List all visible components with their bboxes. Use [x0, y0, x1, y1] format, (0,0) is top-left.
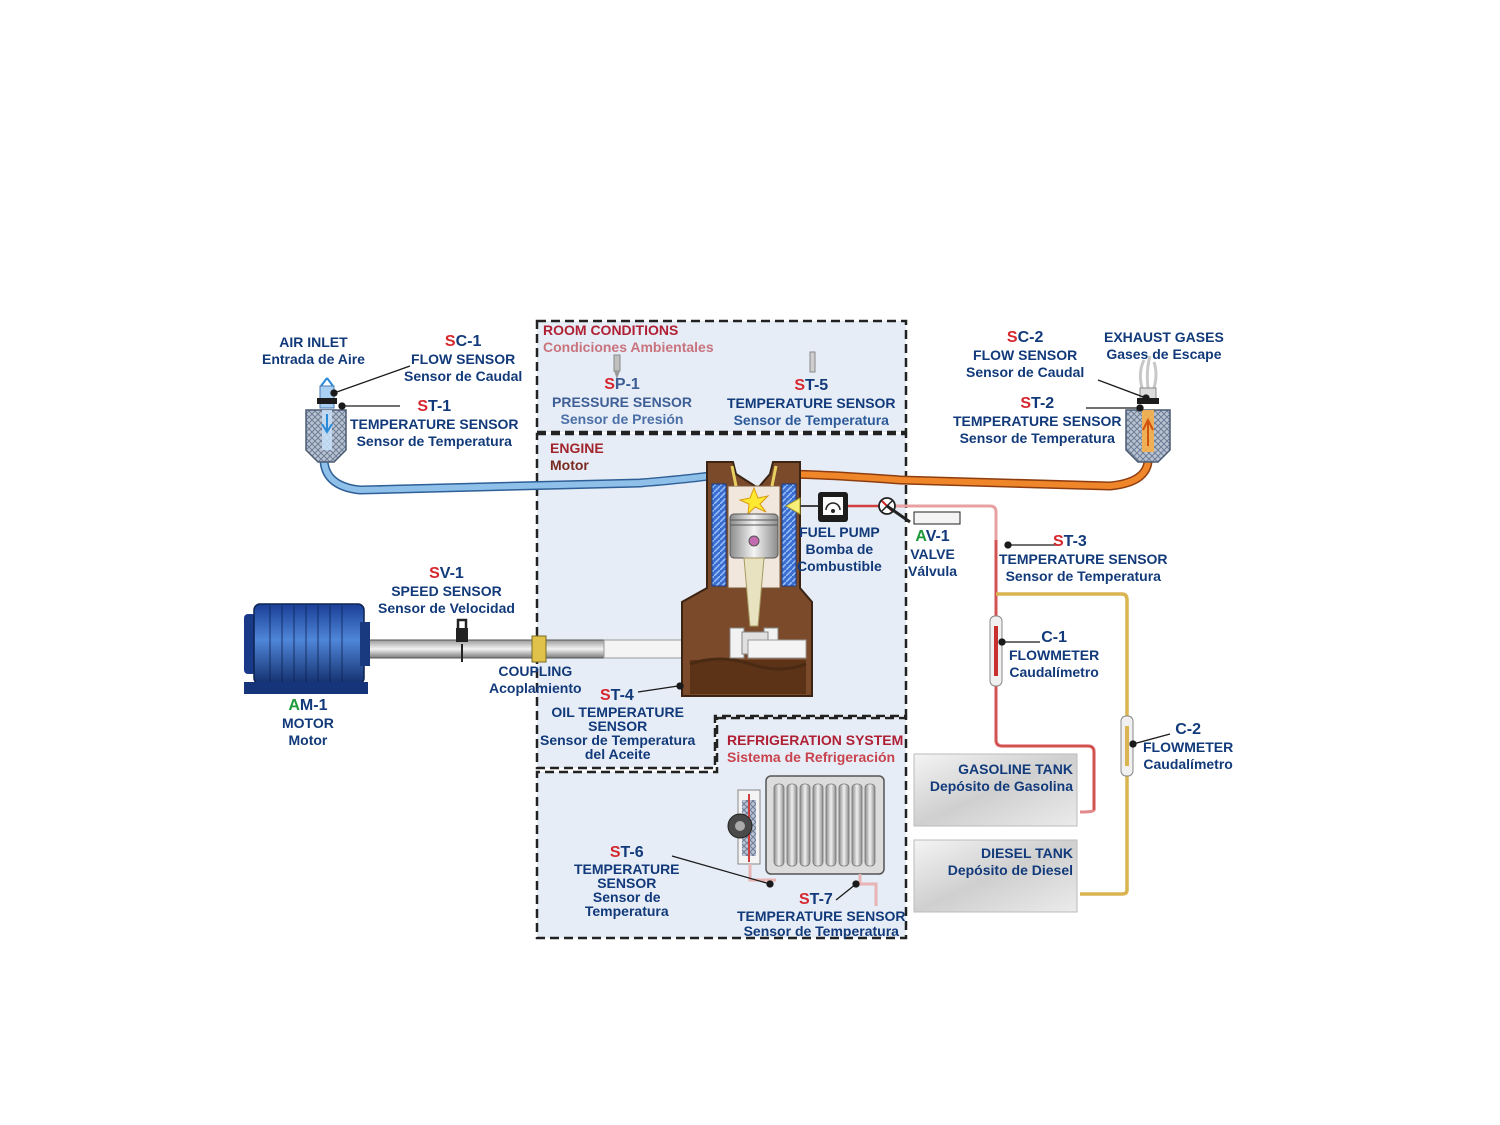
refrig-title-es: Sistema de Refrigeración [727, 749, 896, 765]
sp1-label: SP-1 PRESSURE SENSOR Sensor de Presión [552, 376, 693, 427]
c2-label: C-2 FLOWMETER Caudalímetro [1143, 721, 1234, 772]
air-inlet-label: AIR INLET Entrada de Aire [262, 334, 365, 367]
fuel-pump-label: FUEL PUMP Bomba de Combustible [797, 524, 882, 574]
pressure-sensor-sp1 [613, 354, 621, 379]
radiator [727, 775, 885, 906]
engine-title-es: Motor [550, 457, 589, 473]
engine-title-en: ENGINE [550, 440, 604, 456]
engine-title: ENGINE Motor [550, 440, 604, 474]
speed-sensor-sv1 [456, 618, 468, 662]
room-title-en: ROOM CONDITIONS [543, 322, 679, 338]
fuel-pump [818, 492, 848, 522]
room-conditions-title: ROOM CONDITIONS Condiciones Ambientales [543, 322, 714, 356]
diesel-tank [913, 839, 1078, 913]
st1-label: ST-1 TEMPERATURE SENSOR Sensor de Temper… [350, 398, 519, 449]
engine-block [681, 461, 813, 697]
temperature-sensor-st5 [809, 351, 816, 373]
room-conditions-panel [535, 319, 908, 434]
gasoline-tank-label: GASOLINE TANK Depósito de Gasolina [929, 761, 1073, 794]
c1-label: C-1 FLOWMETER Caudalímetro [1009, 629, 1100, 680]
electric-motor-am1 [244, 603, 370, 694]
av1-label: AV-1 VALVE Válvula [908, 528, 958, 579]
room-title-es: Condiciones Ambientales [543, 339, 714, 355]
st5-label: ST-5 TEMPERATURE SENSOR Sensor de Temper… [727, 377, 896, 428]
coupling-label: COUPLING Acoplamiento [489, 663, 582, 696]
gasoline-tank [913, 753, 1078, 827]
fuel-injector [784, 497, 820, 515]
leader-lines [330, 365, 1171, 901]
refrigeration-panel [535, 716, 908, 940]
st6-label: ST-6 TEMPERATURE SENSOR Sensor de Temper… [574, 844, 680, 919]
sc1-label: SC-1 FLOW SENSOR Sensor de Caudal [404, 333, 523, 384]
am1-label: AM-1 MOTOR Motor [282, 697, 334, 748]
diesel-tank-label: DIESEL TANK Depósito de Diesel [947, 845, 1073, 878]
exhaust-gases-label: EXHAUST GASES Gases de Escape [1104, 329, 1224, 362]
st2-label: ST-2 TEMPERATURE SENSOR Sensor de Temper… [953, 395, 1122, 446]
sc2-label: SC-2 FLOW SENSOR Sensor de Caudal [966, 329, 1085, 380]
exhaust-filter [1125, 355, 1171, 463]
st3-label: ST-3 TEMPERATURE SENSOR Sensor de Temper… [999, 533, 1168, 584]
refrig-title-en: REFRIGERATION SYSTEM [727, 732, 904, 748]
st7-label: ST-7 TEMPERATURE SENSOR Sensor de Temper… [737, 891, 906, 939]
valve-av1 [878, 497, 998, 540]
st4-label: ST-4 OIL TEMPERATURE SENSOR Sensor de Te… [540, 687, 696, 762]
sv1-label: SV-1 SPEED SENSOR Sensor de Velocidad [378, 565, 515, 616]
refrigeration-title: REFRIGERATION SYSTEM Sistema de Refriger… [727, 732, 903, 766]
fuel-circuit [989, 540, 1134, 896]
air-inlet-filter [305, 377, 347, 463]
